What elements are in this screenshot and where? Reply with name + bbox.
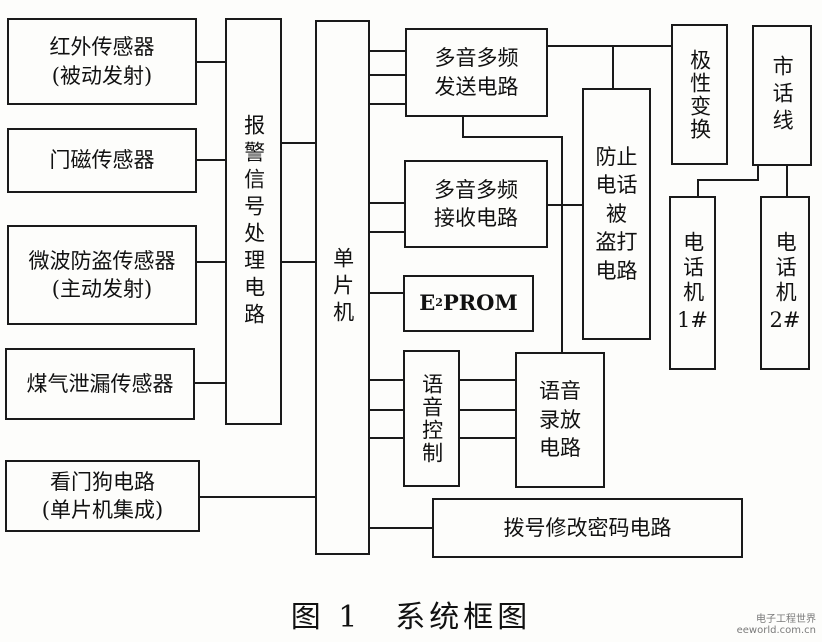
watermark-text: 电子工程世界 [756,614,816,625]
label: 报警信号处理电路 [241,113,266,330]
door-magnet-sensor-box: 门磁传感器 [7,128,197,193]
label: 多音多频 [434,177,518,202]
voice-control-box: 语音控制 [403,350,460,487]
voice-record-box: 语音 录放 电路 [515,352,605,488]
label: 电话机 [773,231,798,307]
dtmf-receive-box: 多音多频 接收电路 [404,160,548,248]
label: 2# [769,308,801,333]
dtmf-send-box: 多音多频 发送电路 [405,28,548,117]
dial-password-box: 拨号修改密码电路 [432,498,743,558]
label: 煤气泄漏传感器 [26,371,174,396]
label: 拨号修改密码电路 [503,515,672,540]
label: 电路 [595,258,638,283]
label: 1# [677,308,708,333]
label: E [419,290,436,316]
label: 电路 [539,436,581,461]
label: 被 [606,201,627,226]
figure-caption: 图 1 系统框图 [290,600,532,635]
mcu-box: 单片机 [315,20,370,555]
label: 看门狗电路 [50,469,155,494]
label: 市话线 [770,55,795,136]
label: 单片机 [330,247,355,328]
anti-theft-box: 防止 电话 被 盗打 电路 [582,88,651,340]
watermark-logo: 电子工程世界 eeworld.com.cn [737,610,816,636]
label: 语音 [539,379,581,404]
label: 录放 [539,407,581,432]
superscript: 2 [435,296,443,310]
city-line-box: 市话线 [752,25,812,166]
label: 防止 [595,145,638,170]
infrared-sensor-box: 红外传感器 (被动发射) [7,18,197,105]
alarm-processing-box: 报警信号处理电路 [225,18,282,425]
polarity-box: 极性变换 [671,24,728,165]
label: 多音多频 [434,46,519,71]
gas-leak-sensor-box: 煤气泄漏传感器 [5,348,195,420]
phone1-box: 电话机 1# [669,196,716,370]
label: 盗打 [595,230,638,255]
label: 语音控制 [419,372,444,465]
label: 微波防盗传感器 [28,248,176,273]
label: (主动发射) [51,277,153,301]
label: 电话 [595,173,638,198]
label: (被动发射) [51,63,153,88]
watermark-text: eeworld.com.cn [736,625,816,636]
label: 电话机 [680,231,705,307]
label: (单片机集成) [41,498,164,522]
watchdog-circuit-box: 看门狗电路 (单片机集成) [5,460,200,532]
label: 门磁传感器 [49,148,155,173]
microwave-sensor-box: 微波防盗传感器 (主动发射) [7,225,197,325]
label: 极性变换 [687,48,712,141]
label: PROM [442,290,518,316]
label: 接收电路 [434,206,518,230]
phone2-box: 电话机 2# [760,196,810,370]
label: 发送电路 [434,74,519,99]
label: 红外传感器 [49,35,155,60]
